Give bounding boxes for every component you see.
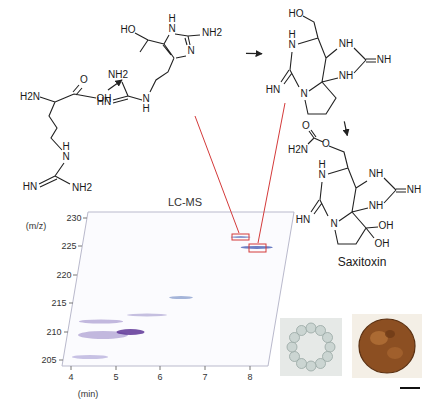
atom-label: NH: [407, 185, 421, 195]
circle-fill: [294, 136, 430, 272]
cell: [325, 342, 335, 352]
highlight-box: [249, 244, 266, 252]
axis-ticks: [59, 218, 250, 370]
atom-label: OH: [379, 221, 394, 231]
micrograph: [280, 318, 342, 376]
atom-label: N: [187, 46, 194, 56]
axis-tick-label: 225: [61, 242, 76, 251]
atom-label: NH: [339, 39, 353, 49]
atom-label: NH: [339, 71, 353, 81]
atom-label: OH: [97, 94, 112, 104]
reaction-arrow: [344, 121, 347, 135]
atom-label: H N: [288, 30, 296, 50]
axis-tick-label: 8: [247, 373, 252, 382]
axis-title: (min): [78, 390, 99, 399]
product-circle: OH2NOH NNHNHNHHNNOHOHSaxitoxin: [294, 136, 430, 272]
leader-line: [195, 103, 285, 243]
atom-label: H N: [62, 142, 70, 162]
highlight-box: [232, 234, 249, 240]
reaction-arrow: [246, 53, 262, 55]
reaction-arrow: [108, 80, 122, 90]
cell-detail: [385, 330, 395, 338]
intermediate-circle: HO H N NH NH NH HN N: [264, 0, 396, 121]
atom-label: O: [322, 139, 330, 149]
cell: [306, 323, 316, 333]
compound-name: Saxitoxin: [338, 256, 387, 268]
ms-signal: [169, 296, 193, 299]
axis-tick-label: 210: [46, 328, 61, 337]
atom-label: HN: [266, 85, 280, 95]
atom-label: NH: [369, 169, 383, 179]
atom-label: N: [300, 89, 307, 99]
atom-label: N: [330, 219, 337, 229]
cell-detail: [387, 347, 403, 359]
axis-title: (m/z): [26, 222, 47, 231]
cell: [323, 333, 333, 343]
atom-label: H N: [318, 160, 326, 180]
atom-label: O: [80, 75, 88, 85]
atom-label: H2N: [288, 145, 308, 155]
cell: [297, 326, 307, 336]
axis-tick-label: 5: [113, 373, 118, 382]
ms-signal: [127, 314, 167, 317]
ms-signal: [231, 236, 251, 238]
cell: [287, 342, 297, 352]
atom-label: NH: [369, 201, 383, 211]
atom-label: H2N: [20, 92, 40, 102]
atom-label: HN: [23, 182, 37, 192]
cell: [290, 352, 300, 362]
axis-tick-label: 205: [41, 356, 56, 365]
intermediate-bonds: [113, 33, 200, 103]
atom-label: NH: [377, 55, 391, 65]
atom-label: OH: [375, 239, 390, 249]
dinoflagellate-cell: [359, 319, 415, 373]
atom-label: NH2: [108, 70, 128, 80]
atom-label: NH2: [72, 183, 92, 193]
axis-tick-label: 215: [51, 299, 66, 308]
saxitoxin-bonds: [308, 130, 406, 244]
cell-ring: [287, 323, 335, 371]
cell: [316, 359, 326, 369]
intermediate-circle: HOH NNH2NNH2N HHN: [112, 0, 244, 118]
axis-tick-label: 220: [56, 271, 71, 280]
axis-tick-label: 4: [68, 373, 73, 382]
intermediate-bonds: [281, 16, 376, 114]
ms-signal: [79, 320, 123, 324]
cell: [306, 361, 316, 371]
circle-outline: [294, 136, 430, 272]
axis-tick-label: 230: [66, 214, 81, 223]
atom-label: HN: [296, 215, 310, 225]
atom-label: H N: [168, 14, 176, 34]
atom-label: N H: [142, 94, 150, 114]
circle-fill: [112, 0, 244, 118]
scale-bar: [400, 387, 420, 389]
micrograph: [352, 314, 422, 378]
atom-label: HO: [121, 25, 136, 35]
axis-tick-label: 6: [157, 373, 162, 382]
axis-tick-label: 7: [202, 373, 207, 382]
circle-outline: [112, 0, 244, 118]
circle-outline: [264, 0, 396, 121]
atom-label: NH2: [202, 28, 222, 38]
ms-signal: [117, 329, 145, 335]
circle-fill: [264, 0, 396, 121]
atom-label: O: [302, 121, 310, 131]
atom-label: HO: [289, 9, 304, 19]
plot-title: LC-MS: [168, 197, 202, 208]
ms-signal: [241, 246, 273, 249]
ms-signal: [72, 355, 108, 359]
arginine-bonds: [39, 85, 96, 187]
